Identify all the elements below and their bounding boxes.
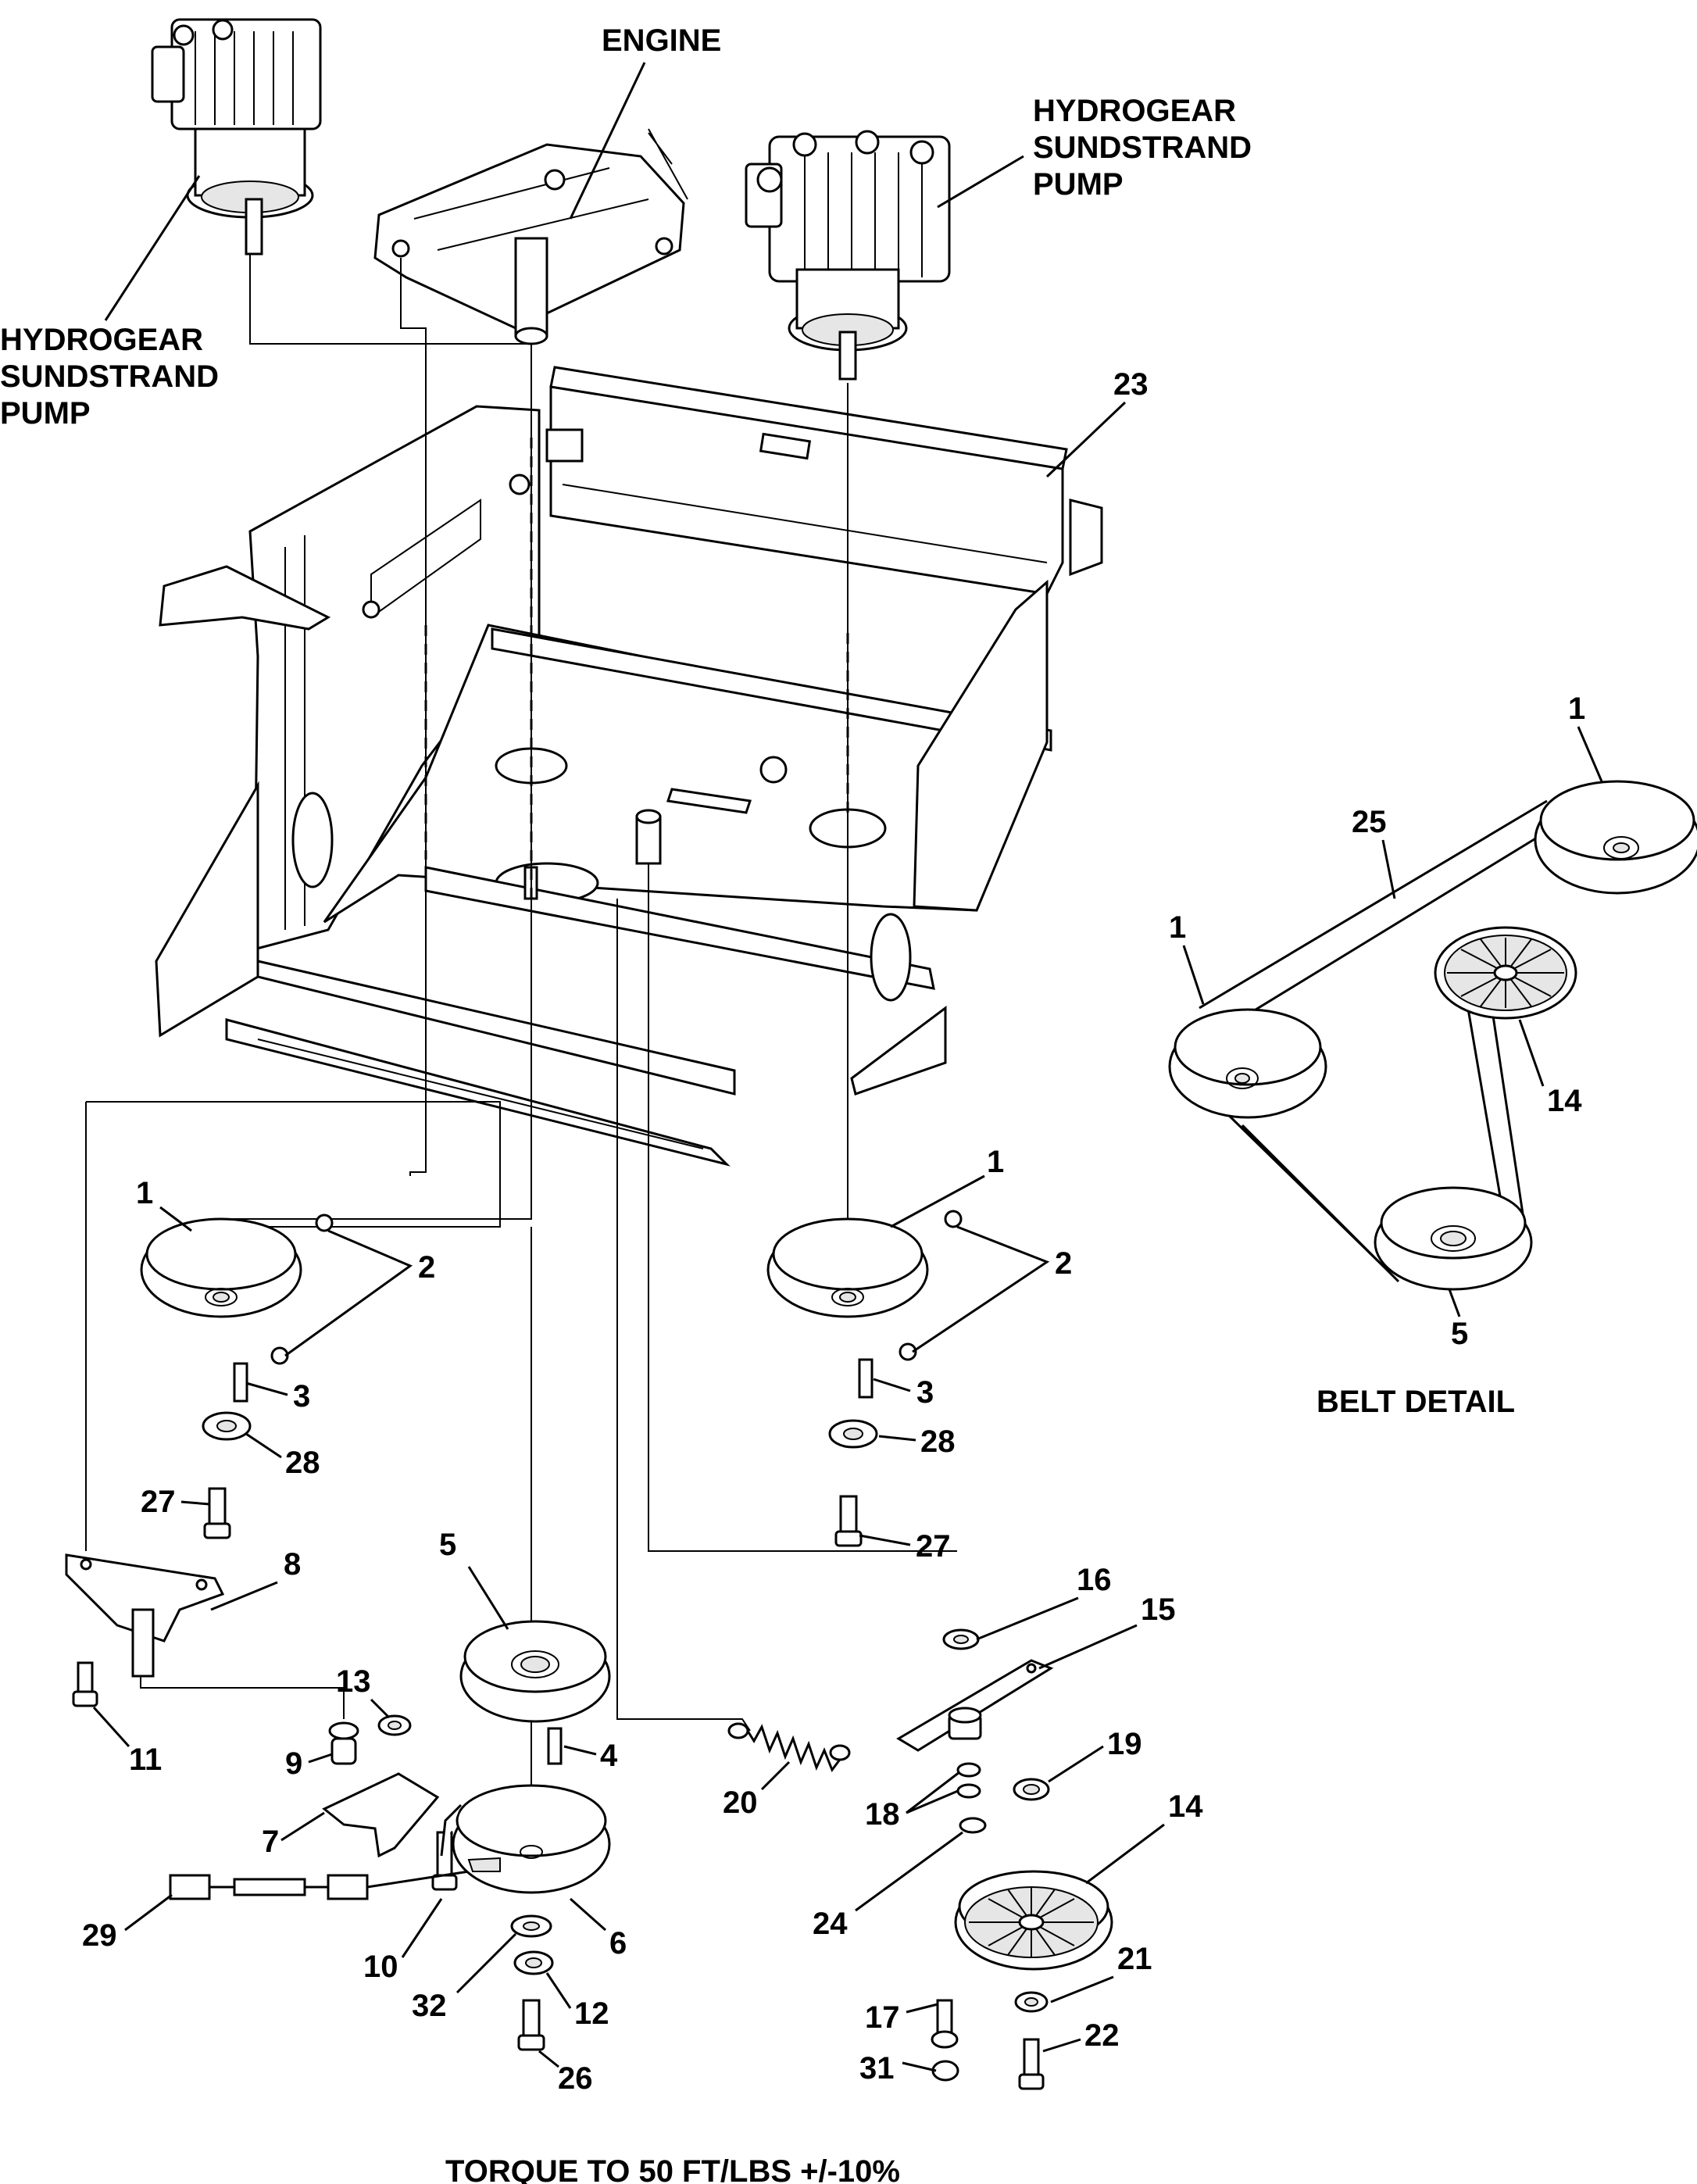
belt-detail-title: BELT DETAIL: [1317, 1385, 1515, 1419]
callout-1-right: 1: [987, 1145, 1004, 1179]
chassis-frame: [155, 366, 1103, 1167]
callout-13: 13: [336, 1664, 371, 1699]
pump-left-line2: SUNDSTRAND: [0, 359, 219, 394]
callout-4: 4: [600, 1739, 618, 1773]
callout-10: 10: [363, 1950, 398, 1984]
bracket-8: [65, 1553, 225, 1707]
left-pulley-assembly: [140, 1214, 334, 1539]
callout-17: 17: [865, 2000, 900, 2035]
callout-3-left: 3: [293, 1379, 310, 1414]
callout-9: 9: [285, 1746, 302, 1781]
belt-detail-callout-1-top: 1: [1568, 692, 1585, 726]
callout-14: 14: [1168, 1789, 1203, 1824]
right-pump: [745, 130, 951, 381]
idler-pulley-14: [954, 1870, 1113, 2090]
callout-11: 11: [129, 1743, 162, 1777]
spring-20: [727, 1722, 851, 1773]
callout-28-left: 28: [285, 1446, 320, 1480]
callout-3-right: 3: [916, 1375, 934, 1410]
callout-1-left: 1: [136, 1176, 153, 1210]
idler-bracket-15: [896, 1628, 1054, 2082]
belt-detail-callout-14: 14: [1547, 1084, 1582, 1118]
belt-detail: [1168, 780, 1697, 1291]
callout-24: 24: [813, 1907, 848, 1941]
callout-29: 29: [82, 1918, 117, 1953]
right-pulley-assembly: [766, 1210, 963, 1547]
engine-label: ENGINE: [602, 23, 721, 58]
clutch-6: [440, 1784, 611, 2051]
callout-7: 7: [262, 1825, 279, 1859]
callout-5: 5: [439, 1528, 456, 1562]
callout-8: 8: [284, 1547, 301, 1582]
belt-detail-callout-1-left: 1: [1169, 910, 1186, 945]
callout-15: 15: [1141, 1592, 1176, 1627]
callout-20: 20: [723, 1785, 758, 1820]
pump-right-line1: HYDROGEAR: [1033, 94, 1236, 128]
callout-27-left: 27: [141, 1485, 176, 1519]
callout-31: 31: [859, 2051, 895, 2086]
callout-6: 6: [609, 1926, 627, 1961]
pump-right-line2: SUNDSTRAND: [1033, 130, 1252, 165]
callout-16: 16: [1077, 1563, 1112, 1597]
callout-19: 19: [1107, 1727, 1142, 1761]
callout-27-right: 27: [916, 1529, 951, 1564]
wire-harness-29: [169, 1870, 470, 1900]
pump-left-line1: HYDROGEAR: [0, 323, 203, 357]
idler-arm-7: [322, 1714, 458, 1891]
callout-2-right: 2: [1055, 1246, 1072, 1281]
callout-12: 12: [574, 1996, 609, 2031]
belt-detail-callout-25: 25: [1352, 805, 1387, 839]
callout-28-right: 28: [920, 1424, 956, 1459]
callout-26: 26: [558, 2061, 593, 2096]
callout-18: 18: [865, 1797, 900, 1832]
pump-left-line3: PUMP: [0, 396, 91, 431]
pulley-5: [459, 1620, 611, 1765]
left-pump: [151, 18, 322, 256]
callout-22: 22: [1084, 2018, 1120, 2053]
pump-right-line3: PUMP: [1033, 167, 1124, 202]
callout-23: 23: [1113, 367, 1149, 402]
engine-mount: [373, 128, 688, 345]
callout-32: 32: [412, 1989, 447, 2023]
callout-21: 21: [1117, 1942, 1152, 1976]
belt-detail-callout-5: 5: [1451, 1317, 1468, 1351]
torque-note: TORQUE TO 50 FT/LBS +/-10%: [445, 2154, 900, 2184]
callout-2-left: 2: [418, 1250, 435, 1285]
